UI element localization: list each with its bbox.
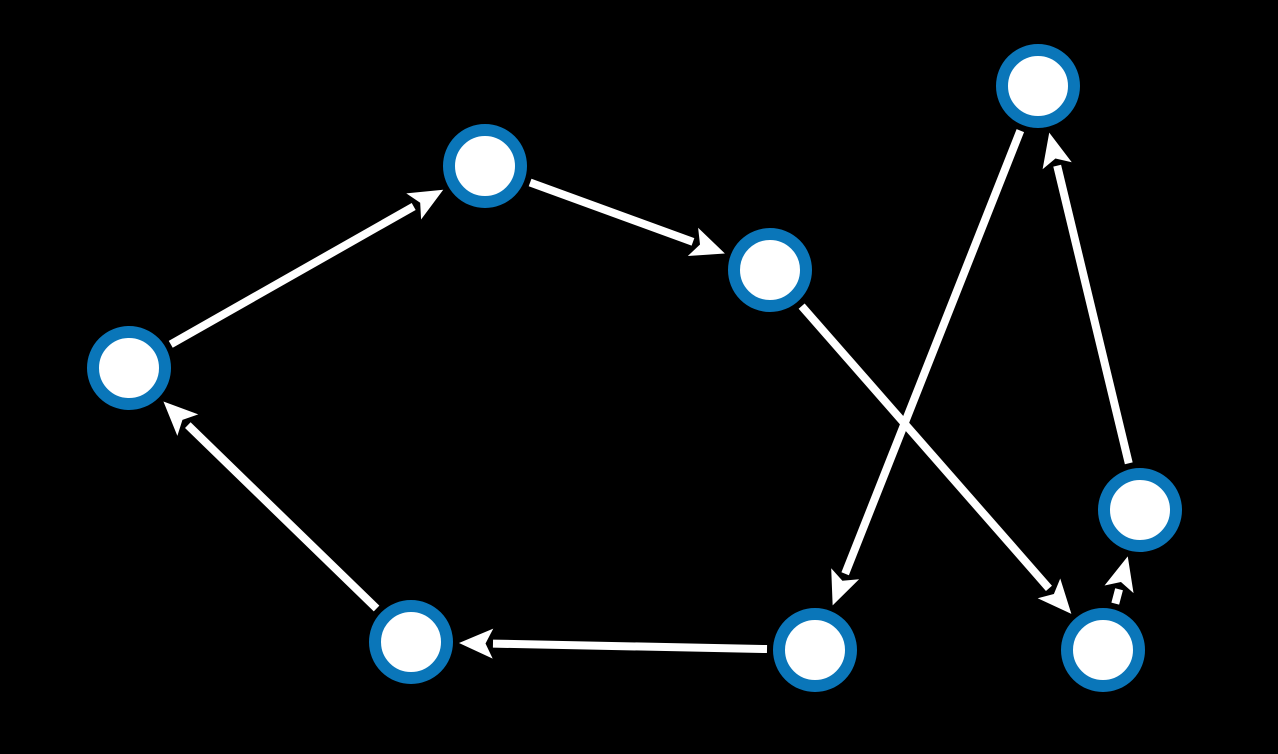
edge-top-middle-to-bottom-right-arrowhead-icon — [1037, 578, 1072, 614]
edge-bottom-right-to-right-middle[interactable] — [1111, 588, 1123, 605]
edge-bottom-left-to-left-arrowhead-icon — [163, 401, 199, 436]
edge-left-to-top-left[interactable] — [168, 202, 416, 348]
node-bottom-middle[interactable] — [773, 608, 857, 692]
edge-right-middle-to-top-right[interactable] — [1053, 164, 1133, 465]
edge-bottom-left-to-left[interactable] — [185, 422, 380, 612]
node-top-left[interactable] — [443, 124, 527, 208]
node-bottom-right[interactable] — [1061, 608, 1145, 692]
nodes-layer — [87, 44, 1182, 692]
node-top-middle[interactable] — [728, 228, 812, 312]
node-left[interactable] — [87, 326, 171, 410]
edge-bottom-middle-to-bottom-left[interactable] — [492, 639, 768, 654]
edge-top-left-to-top-middle-arrowhead-icon — [687, 227, 725, 256]
edge-top-right-to-bottom-middle-arrowhead-icon — [831, 568, 860, 606]
edge-right-middle-to-top-right-arrowhead-icon — [1042, 132, 1072, 170]
edge-left-to-top-left-arrowhead-icon — [406, 189, 444, 220]
node-top-right[interactable] — [996, 44, 1080, 128]
edge-top-left-to-top-middle[interactable] — [528, 178, 695, 246]
edge-bottom-middle-to-bottom-left-arrowhead-icon — [458, 628, 494, 659]
edge-top-middle-to-bottom-right[interactable] — [798, 303, 1052, 591]
node-right-middle[interactable] — [1098, 468, 1182, 552]
edge-bottom-right-to-right-middle-arrowhead-icon — [1104, 556, 1134, 594]
node-bottom-left[interactable] — [369, 600, 453, 684]
edge-top-right-to-bottom-middle[interactable] — [841, 129, 1025, 576]
edges-layer — [163, 129, 1134, 659]
